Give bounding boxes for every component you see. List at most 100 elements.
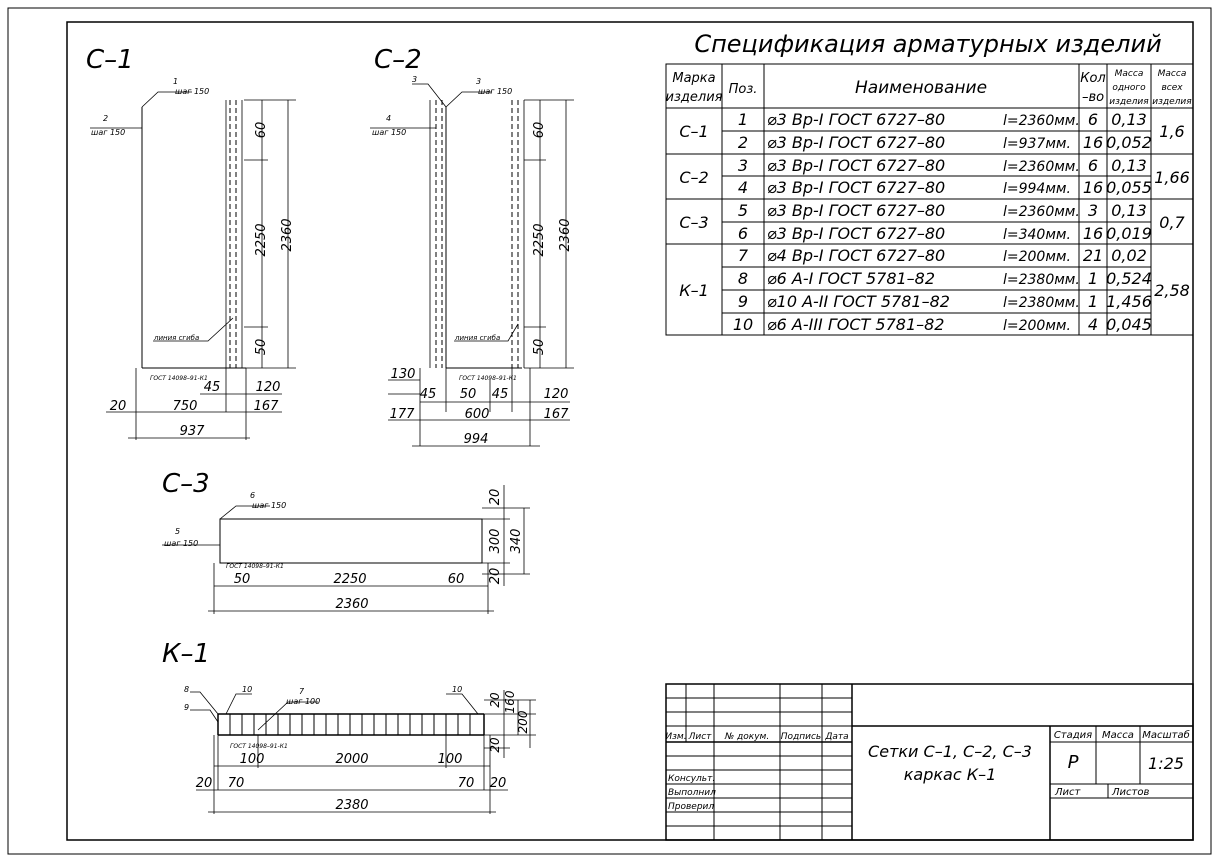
spec-row-name: ⌀3 Вр-I ГОСТ 6727–80 — [767, 178, 945, 197]
spec-row-name: ⌀6 A-III ГОСТ 5781–82 — [767, 315, 944, 334]
k1-dim-70b: 70 — [458, 776, 475, 791]
spec-row-length: l=200мм. — [1003, 249, 1071, 265]
spec-rows: 1 ⌀3 Вр-I ГОСТ 6727–80 l=2360мм. 6 0,13 2 ⌀3 В… — [733, 110, 1152, 334]
c2-bend-line-label: линия сгиба — [454, 334, 500, 342]
header-mass1-1: Масса — [1115, 69, 1144, 79]
c3-dim-2250: 2250 — [333, 572, 366, 587]
c2-dim-130: 130 — [391, 367, 416, 382]
stamp-role-check: Проверил — [668, 802, 714, 812]
group-total: 2,58 — [1154, 281, 1190, 300]
spec-row-mass: 0,524 — [1106, 269, 1152, 288]
spec-row-qty: 16 — [1083, 224, 1103, 243]
spec-row-length: l=2360мм. — [1003, 204, 1080, 220]
spec-row-length: l=2360мм. — [1003, 159, 1080, 175]
header-mark-1: Марка — [672, 71, 715, 86]
c1-dim-2360: 2360 — [280, 218, 295, 251]
c3-dim-2360: 2360 — [335, 597, 368, 612]
group-mark: С–1 — [679, 122, 708, 141]
c3-dim-340: 340 — [509, 529, 524, 554]
c1-dim-937: 937 — [180, 424, 206, 439]
c3-leader6-num: 6 — [250, 491, 255, 500]
drawing-c2: С–2 3 3 шаг 150 4 шаг 150 линия сгиба ГО… — [370, 45, 574, 447]
c3-leader5-step: шаг 150 — [164, 539, 198, 548]
group-total: 0,7 — [1159, 213, 1185, 232]
header-mark-2: изделия — [666, 90, 723, 105]
group-mark: С–2 — [679, 168, 708, 187]
header-mass2-1: Масса — [1158, 69, 1187, 79]
spec-row-pos: 8 — [738, 269, 748, 288]
c1-leader1-num: 1 — [173, 77, 178, 86]
k1-dim-160: 160 — [503, 690, 517, 713]
c1-leader2-num: 2 — [103, 114, 108, 123]
c2-dim-167: 167 — [544, 407, 570, 422]
inner-frame — [66, 21, 1194, 841]
k1-dim-2000: 2000 — [335, 752, 368, 767]
spec-row-length: l=937мм. — [1003, 136, 1071, 152]
c2-dim-2250: 2250 — [532, 223, 547, 256]
c2-dim-50: 50 — [532, 339, 547, 356]
spec-row-mass: 1,456 — [1106, 292, 1152, 311]
stamp-role-done: Выполнил — [668, 788, 716, 798]
outer-border — [7, 7, 1212, 855]
k1-dim-20c: 20 — [196, 776, 213, 791]
c3-dim-60: 60 — [448, 572, 465, 587]
spec-row-mass: 0,13 — [1111, 156, 1147, 175]
k1-dim-2380: 2380 — [335, 798, 368, 813]
spec-row-name: ⌀3 Вр-I ГОСТ 6727–80 — [767, 133, 945, 152]
c3-leader6-step: шаг 150 — [252, 501, 286, 510]
spec-row-name: ⌀3 Вр-I ГОСТ 6727–80 — [767, 224, 945, 243]
spec-row-name: ⌀4 Вр-I ГОСТ 6727–80 — [767, 246, 945, 265]
c1-title: С–1 — [86, 45, 134, 75]
c2-dim-45b: 45 — [492, 387, 509, 402]
k1-dim-20d: 20 — [490, 776, 507, 791]
stamp-scale: 1:25 — [1148, 754, 1184, 773]
k1-dim-200: 200 — [516, 710, 530, 733]
group-total: 1,66 — [1154, 168, 1190, 187]
k1-leader7: 7 — [299, 687, 305, 696]
c1-bend-line-label: линия сгиба — [153, 334, 199, 342]
spec-row-qty: 4 — [1088, 315, 1098, 334]
spec-row-pos: 4 — [738, 178, 748, 197]
c1-leader1-step: шаг 150 — [175, 87, 209, 96]
spec-row-pos: 2 — [738, 133, 748, 152]
spec-row-pos: 5 — [738, 201, 748, 220]
c3-title: С–3 — [162, 469, 210, 499]
c3-dim-20b: 20 — [488, 568, 503, 585]
c2-leader3a-num: 3 — [412, 75, 417, 84]
k1-rungs — [229, 714, 471, 735]
k1-dim-100a: 100 — [240, 752, 265, 767]
stamp-col-sign: Подпись — [781, 732, 821, 742]
spec-row-name: ⌀10 A-II ГОСТ 5781–82 — [767, 292, 950, 311]
spec-row-name: ⌀3 Вр-I ГОСТ 6727–80 — [767, 110, 945, 129]
c3-dim-50: 50 — [234, 572, 251, 587]
c2-leader3b-num: 3 — [476, 77, 481, 86]
c2-leader-step: шаг 150 — [478, 87, 512, 96]
c2-dim-60: 60 — [532, 122, 547, 139]
c3-leader5-num: 5 — [175, 527, 180, 536]
c1-dim-45: 45 — [204, 380, 221, 395]
spec-row-pos: 7 — [738, 246, 749, 265]
spec-row-mass: 0,13 — [1111, 110, 1147, 129]
spec-row-pos: 6 — [738, 224, 748, 243]
spec-row-length: l=200мм. — [1003, 318, 1071, 334]
spec-row-mass: 0,019 — [1106, 224, 1152, 243]
spec-row-qty: 1 — [1088, 269, 1098, 288]
c2-dim-50: 50 — [460, 387, 477, 402]
group-total: 1,6 — [1159, 122, 1184, 141]
header-mass1-2: одного — [1112, 83, 1146, 93]
stamp-sheet-header: Лист — [1054, 787, 1082, 798]
k1-dim-70a: 70 — [228, 776, 245, 791]
stamp-scale-header: Масштаб — [1142, 729, 1190, 741]
spec-row-mass: 0,045 — [1106, 315, 1152, 334]
c1-dim-50: 50 — [254, 339, 269, 356]
c1-leader2-step: шаг 150 — [91, 128, 125, 137]
c2-title: С–2 — [374, 45, 422, 75]
spec-row-length: l=2380мм. — [1003, 272, 1080, 288]
spec-row-pos: 10 — [733, 315, 753, 334]
k1-leader7-step: шаг 100 — [286, 697, 320, 706]
group-mark: С–3 — [679, 213, 708, 232]
c2-gost-label: ГОСТ 14098–91-К1 — [459, 375, 517, 382]
c2-dim-177: 177 — [390, 407, 416, 422]
spec-row-length: l=994мм. — [1003, 181, 1071, 197]
spec-row-qty: 6 — [1088, 156, 1098, 175]
